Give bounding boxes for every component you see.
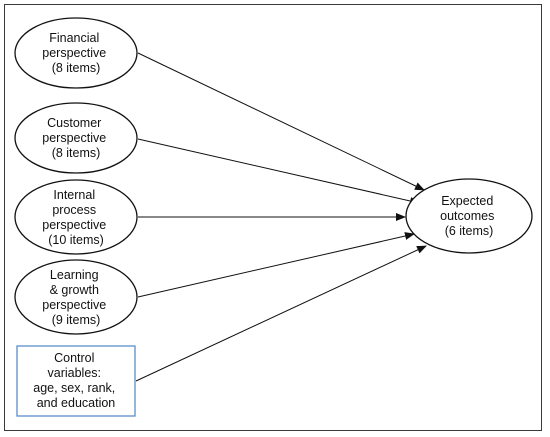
financial-label-line-1: Financial (49, 31, 99, 45)
internal-label-line-4: (10 items) (48, 233, 104, 247)
customer-label-line-1: Customer (47, 116, 101, 130)
node-internal-process-perspective: Internal process perspective (10 items) (14, 179, 138, 255)
diagram-frame (4, 4, 542, 431)
outcomes-label-line-2: outcomes (440, 209, 494, 223)
arrow-financial-to-outcomes (137, 52, 425, 191)
svg-text:Internal process: Internal process perspective (10 items) (42, 188, 109, 247)
learning-label-line-2: & growth (50, 283, 99, 297)
arrow-control-to-outcomes (135, 245, 427, 382)
svg-text:Control variables:: Control variables: age, sex, rank, and e… (33, 351, 118, 410)
svg-text:Financial perspective: Financial perspective (8 items) (42, 31, 109, 75)
svg-text:Customer perspective: Customer perspective (8 items) (42, 116, 109, 160)
node-customer-perspective: Customer perspective (8 items) (14, 102, 138, 174)
learning-label-line-3: perspective (42, 298, 106, 312)
arrow-learning-to-outcomes (137, 232, 415, 298)
control-label-line-4: and education (37, 396, 116, 410)
financial-label-line-2: perspective (42, 46, 106, 60)
outcomes-label-line-1: Expected (441, 194, 493, 208)
node-control-variables: Control variables: age, sex, rank, and e… (16, 345, 136, 417)
learning-label-line-4: (9 items) (52, 313, 101, 327)
internal-label-line-2: process (52, 203, 96, 217)
internal-label-line-3: perspective (42, 218, 106, 232)
svg-text:Learning & growth: Learning & growth perspective (9 items) (42, 268, 109, 327)
control-label-line-2: variables: (48, 366, 102, 380)
control-label-line-3: age, sex, rank, (33, 381, 115, 395)
internal-label-line-1: Internal (53, 188, 95, 202)
outcomes-label-line-3: (6 items) (445, 224, 494, 238)
learning-label-line-1: Learning (50, 268, 99, 282)
node-expected-outcomes: Expected outcomes (6 items) (405, 178, 533, 254)
svg-text:Expected outcomes: Expected outcomes (6 items) (440, 194, 498, 238)
customer-label-line-3: (8 items) (52, 146, 101, 160)
node-learning-growth-perspective: Learning & growth perspective (9 items) (14, 259, 138, 335)
financial-label-line-3: (8 items) (52, 61, 101, 75)
arrow-customer-to-outcomes (137, 138, 420, 205)
customer-label-line-2: perspective (42, 131, 106, 145)
node-financial-perspective: Financial perspective (8 items) (14, 17, 138, 89)
control-label-line-1: Control (54, 351, 94, 365)
